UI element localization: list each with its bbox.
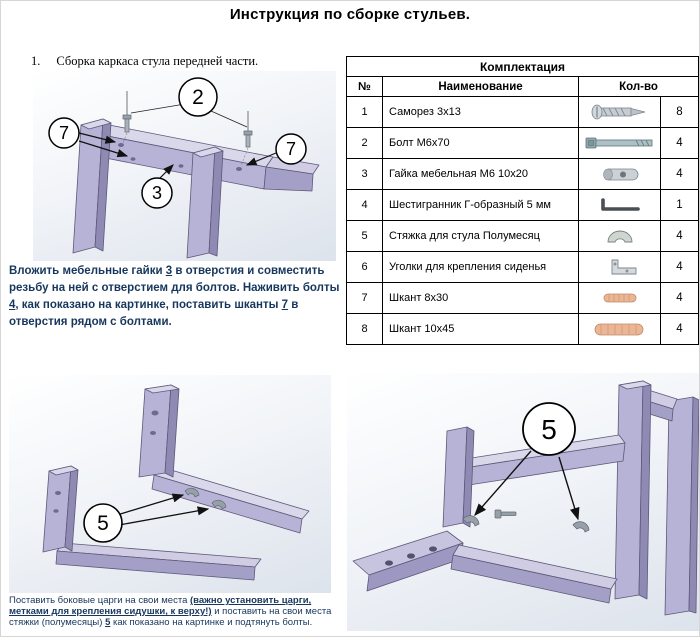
part-name: Болт М6х70 (382, 127, 579, 159)
callout-tie: 5 (83, 503, 123, 543)
dowel-icon (578, 313, 661, 345)
callout-nut: 3 (141, 177, 173, 209)
leader-line (210, 110, 248, 128)
svg-text:3: 3 (152, 183, 162, 203)
callout-tie: 5 (522, 402, 576, 456)
side-frame-parts (42, 384, 310, 581)
part-ref-3: 3 (165, 265, 173, 277)
post-holes (53, 410, 159, 513)
part-name: Гайка мебельная М6 10х20 (382, 158, 579, 190)
corner-frame-parts (352, 380, 699, 616)
text-segment: и поставить на свои места стяжки (полуме… (9, 606, 332, 628)
part-number: 4 (346, 189, 383, 221)
table-row: 4 Шестигранник Г-образный 5 мм 1 (346, 189, 699, 221)
text-segment: , как показано на картинке, поставить шк… (15, 299, 282, 311)
half-moon-bracket-icon (578, 220, 661, 252)
part-ref-7: 7 (281, 299, 289, 311)
part-qty: 4 (660, 127, 699, 159)
parts-table: Комплектация № Наименование Кол-во 1 Сам… (346, 56, 699, 345)
rail-holes (118, 143, 242, 171)
table-row: 7 Шкант 8х30 4 (346, 282, 699, 314)
text-segment: в отверстия рядом с болтами. (9, 299, 299, 328)
part-name: Шкант 10х45 (382, 313, 579, 345)
part-qty: 4 (660, 158, 699, 190)
part-qty: 8 (660, 96, 699, 128)
important-note: (важно установить царги, метками для кре… (9, 595, 312, 617)
side-frame-diagram: 5 (9, 375, 331, 593)
header-name: Наименование (382, 76, 579, 97)
dowel-icon (578, 282, 661, 314)
parts-table-title: Комплектация (346, 56, 699, 77)
front-frame-diagram: 2 7 3 7 (33, 71, 336, 261)
callout-dowel-left: 7 (48, 117, 80, 149)
text-segment: в отверстия и совместить резьбу на ней с… (9, 265, 340, 294)
page-title: Инструкция по сборке стульев. (229, 6, 471, 23)
part-number: 5 (346, 220, 383, 252)
table-row: 5 Стяжка для стула Полумесяц 4 (346, 220, 699, 252)
step2-instructions: Поставить боковые царги на свои места (в… (9, 595, 341, 628)
svg-text:5: 5 (541, 414, 557, 445)
part-name: Шестигранник Г-образный 5 мм (382, 189, 579, 221)
corner-bracket-icon (578, 251, 661, 283)
part-number: 7 (346, 282, 383, 314)
bolt-illustrations (122, 91, 253, 167)
part-ref-5: 5 (105, 617, 111, 628)
header-qty: Кол-во (578, 76, 699, 97)
table-row: 6 Уголки для крепления сиденья 4 (346, 251, 699, 283)
hex-key-icon (578, 189, 661, 221)
board-holes (385, 546, 437, 566)
callout-bolts: 2 (178, 77, 218, 117)
part-ref-4: 4 (9, 299, 16, 311)
pointer-arrows (78, 132, 277, 180)
svg-text:5: 5 (97, 512, 109, 535)
barrel-nut-icon (578, 158, 661, 190)
part-number: 1 (346, 96, 383, 128)
part-qty: 4 (660, 251, 699, 283)
part-qty: 4 (660, 313, 699, 345)
part-number: 6 (346, 251, 383, 283)
text-segment: Поставить боковые царги на свои места (9, 595, 190, 606)
header-num: № (346, 76, 383, 97)
part-number: 2 (346, 127, 383, 159)
corner-frame-diagram: 5 (347, 373, 699, 631)
table-row: 1 Саморез 3х13 8 (346, 96, 699, 128)
half-moon-ties-and-bolt (462, 509, 590, 533)
part-name: Шкант 8х30 (382, 282, 579, 314)
step1-number: 1. (31, 54, 41, 68)
front-frame-parts (72, 118, 320, 259)
bolt-icon (578, 127, 661, 159)
part-name: Уголки для крепления сиденья (382, 251, 579, 283)
part-qty: 1 (660, 189, 699, 221)
pointer-arrows (474, 450, 580, 521)
part-name: Саморез 3х13 (382, 96, 579, 128)
part-qty: 4 (660, 220, 699, 252)
pointer-arrows (116, 493, 210, 526)
text-segment: Вложить мебельные гайки (9, 265, 166, 277)
table-row: 3 Гайка мебельная М6 10х20 4 (346, 158, 699, 190)
step1-heading-text: Сборка каркаса стула передней части. (56, 54, 259, 68)
part-qty: 4 (660, 282, 699, 314)
table-row: 2 Болт М6х70 4 (346, 127, 699, 159)
callout-dowel-right: 7 (275, 133, 307, 165)
text-segment: как показано на картинке и подтянуть бол… (110, 617, 313, 628)
leader-line (130, 103, 186, 114)
parts-table-header-row: № Наименование Кол-во (346, 76, 699, 97)
svg-text:7: 7 (59, 123, 69, 143)
svg-text:2: 2 (192, 86, 204, 109)
part-number: 8 (346, 313, 383, 345)
step1-heading: 1. Сборка каркаса стула передней части. (31, 54, 258, 69)
parts-table-title-row: Комплектация (346, 56, 699, 77)
table-row: 8 Шкант 10х45 4 (346, 313, 699, 345)
half-moon-ties (184, 487, 227, 510)
screw-icon (578, 96, 661, 128)
svg-text:7: 7 (286, 139, 296, 159)
step1-instructions: Вложить мебельные гайки 3 в отверстия и … (9, 263, 341, 331)
part-number: 3 (346, 158, 383, 190)
part-name: Стяжка для стула Полумесяц (382, 220, 579, 252)
